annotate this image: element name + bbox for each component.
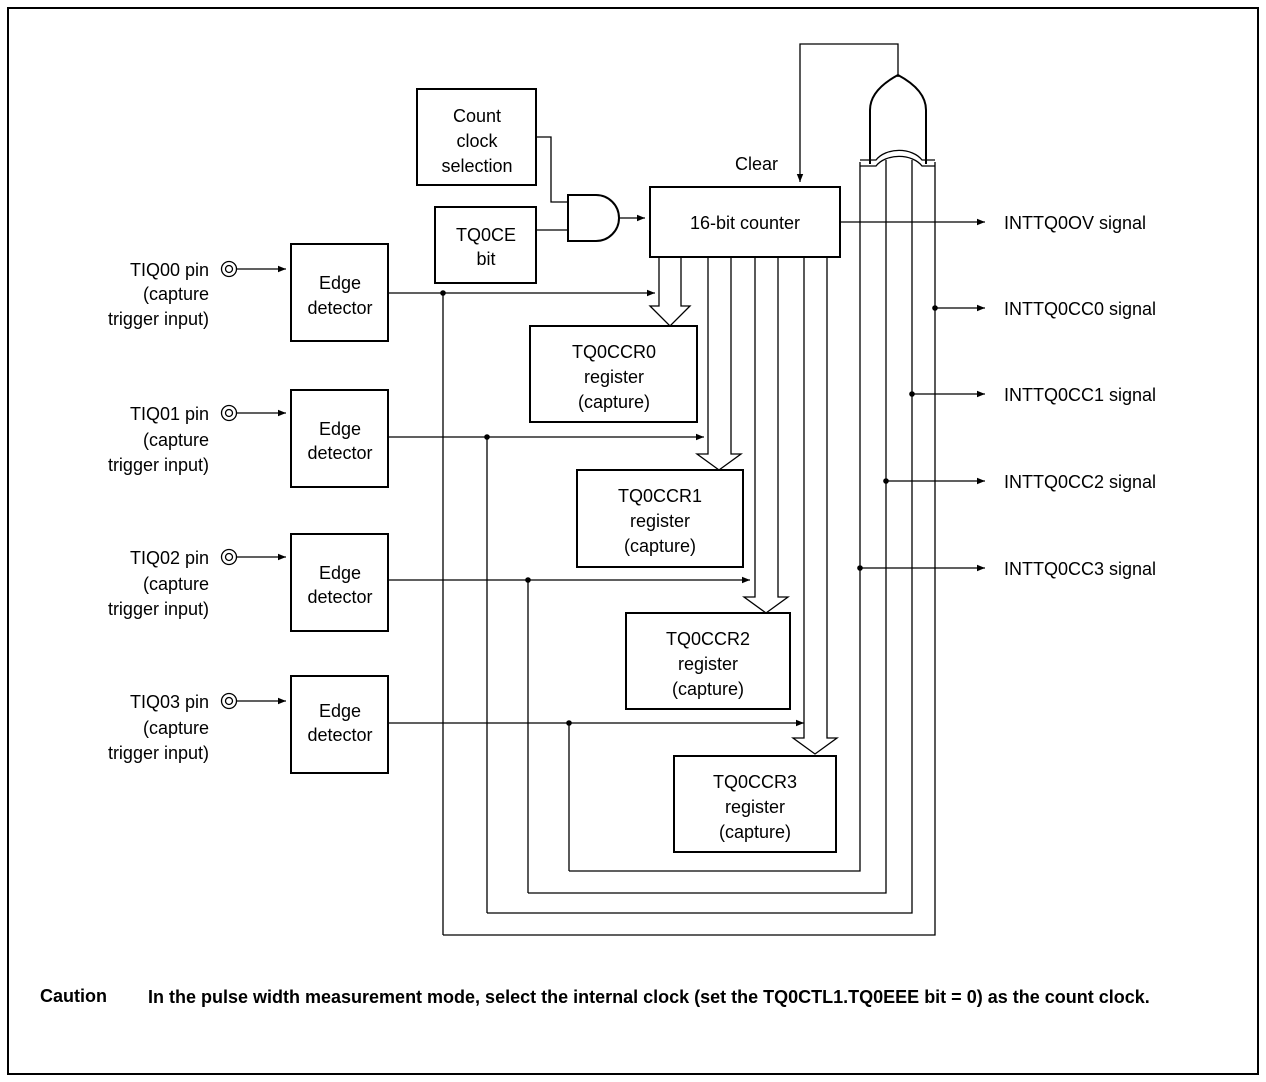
- input-pin-label-1: TIQ01 pin: [130, 404, 209, 424]
- counter-box: [649, 186, 841, 258]
- register-name: TQ0CCR0: [572, 342, 656, 362]
- output-label-cc2: INTTQ0CC2 signal: [1004, 472, 1156, 492]
- edge-detector-box-2: [290, 533, 389, 632]
- or-gate: [869, 73, 927, 164]
- register-sub: register: [630, 511, 690, 531]
- register-sub: (capture): [719, 822, 791, 842]
- or-gate-bus-crossing: [860, 149, 935, 167]
- figure-frame: [7, 7, 1259, 1075]
- input-pin-label-3: TIQ03 pin: [130, 692, 209, 712]
- register-name: TQ0CCR3: [713, 772, 797, 792]
- register-labels: TQ0CCR0 register (capture) TQ0CCR1 regis…: [572, 342, 797, 842]
- output-label-ov: INTTQ0OV signal: [1004, 213, 1146, 233]
- tq0ce-box: [434, 206, 537, 284]
- input-sub-label-3: (capture: [143, 718, 209, 738]
- edge-detector-label: detector: [307, 443, 372, 463]
- edge-detector-box-3: [290, 675, 389, 774]
- edge-detector-label: Edge: [319, 563, 361, 583]
- register-sub: register: [584, 367, 644, 387]
- tq0ce-label: bit: [476, 249, 495, 269]
- input-sub-label-0b: trigger input): [108, 309, 209, 329]
- input-row-2: [220, 533, 750, 893]
- tq0ce-label: TQ0CE: [456, 225, 516, 245]
- input-sub-label-1: (capture: [143, 430, 209, 450]
- register-sub: (capture): [672, 679, 744, 699]
- counter-label: 16-bit counter: [690, 213, 800, 233]
- register-name: TQ0CCR2: [666, 629, 750, 649]
- and-gate: [567, 194, 620, 242]
- input-sub-label-3b: trigger input): [108, 743, 209, 763]
- clock-labels: Count clock selection TQ0CE bit 16-bit c…: [441, 106, 800, 269]
- edge-detector-label: Edge: [319, 273, 361, 293]
- register-box-1: [576, 469, 744, 568]
- edge-detector-label: detector: [307, 587, 372, 607]
- count-clock-label: selection: [441, 156, 512, 176]
- output-label-cc0: INTTQ0CC0 signal: [1004, 299, 1156, 319]
- count-clock-label: Count: [453, 106, 501, 126]
- edge-detector-box-1: [290, 389, 389, 488]
- register-box-2: [625, 612, 791, 710]
- edge-detector-label: Edge: [319, 419, 361, 439]
- input-sub-label-0: (capture: [143, 284, 209, 304]
- register-name: TQ0CCR1: [618, 486, 702, 506]
- input-row-0: [220, 243, 655, 935]
- register-sub: (capture): [578, 392, 650, 412]
- edge-detector-label: detector: [307, 725, 372, 745]
- output-labels: INTTQ0OV signal INTTQ0CC0 signal INTTQ0C…: [1004, 213, 1156, 579]
- bus-arrow-3: [791, 257, 839, 755]
- bus-arrow-2: [742, 257, 790, 614]
- input-labels: TIQ00 pin (capture trigger input) TIQ01 …: [108, 260, 209, 763]
- caution-label: Caution: [40, 986, 107, 1006]
- count-clock-label: clock: [456, 131, 498, 151]
- bus-arrow-0: [648, 257, 692, 327]
- input-row-1: [220, 389, 704, 913]
- input-sub-label-2b: trigger input): [108, 599, 209, 619]
- or-feedback-lines: [443, 160, 936, 936]
- caution-text: In the pulse width measurement mode, sel…: [148, 987, 1150, 1007]
- interrupt-output-lines: [840, 218, 985, 572]
- register-sub: register: [678, 654, 738, 674]
- register-sub: register: [725, 797, 785, 817]
- bus-arrow-1: [695, 257, 743, 471]
- input-pin-label-0: TIQ00 pin: [130, 260, 209, 280]
- output-label-cc3: INTTQ0CC3 signal: [1004, 559, 1156, 579]
- edge-detector-labels: Edge detector Edge detector Edge detecto…: [307, 273, 372, 745]
- register-box-0: [529, 325, 698, 423]
- input-sub-label-2: (capture: [143, 574, 209, 594]
- output-label-cc1: INTTQ0CC1 signal: [1004, 385, 1156, 405]
- register-sub: (capture): [624, 536, 696, 556]
- input-row-3: [220, 675, 804, 871]
- input-pin-label-2: TIQ02 pin: [130, 548, 209, 568]
- edge-detector-label: Edge: [319, 701, 361, 721]
- input-sub-label-1b: trigger input): [108, 455, 209, 475]
- register-box-3: [673, 755, 837, 853]
- edge-detector-label: detector: [307, 298, 372, 318]
- clear-label: Clear: [735, 154, 778, 174]
